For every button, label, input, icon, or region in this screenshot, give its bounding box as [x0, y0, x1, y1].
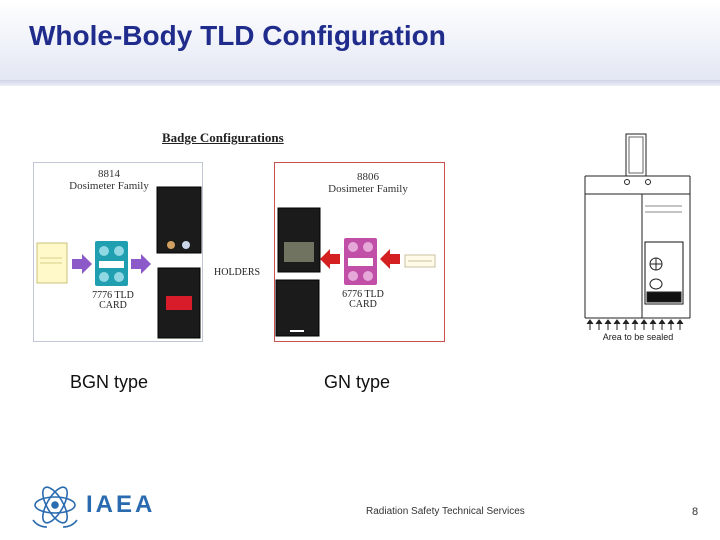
footer-text: Radiation Safety Technical Services — [366, 506, 525, 517]
tld-card-7776 — [95, 241, 128, 286]
family-8814-label: 8814 Dosimeter Family — [69, 168, 149, 192]
arrow-left-icon — [380, 249, 400, 269]
arrow-right-icon — [131, 254, 151, 274]
card-6776-label: 6776 TLD CARD — [342, 289, 384, 310]
holder-outline-drawing — [584, 133, 691, 319]
gn-type-label: GN type — [324, 372, 391, 392]
iaea-logo-text: IAEA — [86, 491, 156, 518]
family-8806-label: 8806 Dosimeter Family — [328, 171, 408, 195]
sealed-area-label: Area to be sealed — [602, 332, 674, 342]
dosimeter-label-insert-right — [404, 254, 436, 268]
holders-label: HOLDERS — [214, 267, 261, 278]
card-7776-label: 7776 TLD CARD — [92, 290, 134, 311]
figure-heading: Badge Configurations — [162, 130, 284, 145]
arrow-left-icon — [320, 249, 340, 269]
up-arrows-row — [586, 319, 684, 330]
bgn-type-label: BGN type — [70, 372, 149, 392]
arrow-right-icon — [72, 254, 92, 274]
holder-8814 — [156, 186, 202, 339]
slide-title: Whole-Body TLD Configuration — [29, 20, 446, 51]
dosimeter-label-insert-left — [36, 242, 68, 284]
header-divider — [0, 80, 720, 86]
tld-card-6776 — [344, 238, 377, 285]
header-band — [0, 0, 720, 80]
page-number: 8 — [692, 506, 699, 518]
holder-8806 — [275, 207, 321, 337]
iaea-logo-icon — [32, 486, 78, 528]
